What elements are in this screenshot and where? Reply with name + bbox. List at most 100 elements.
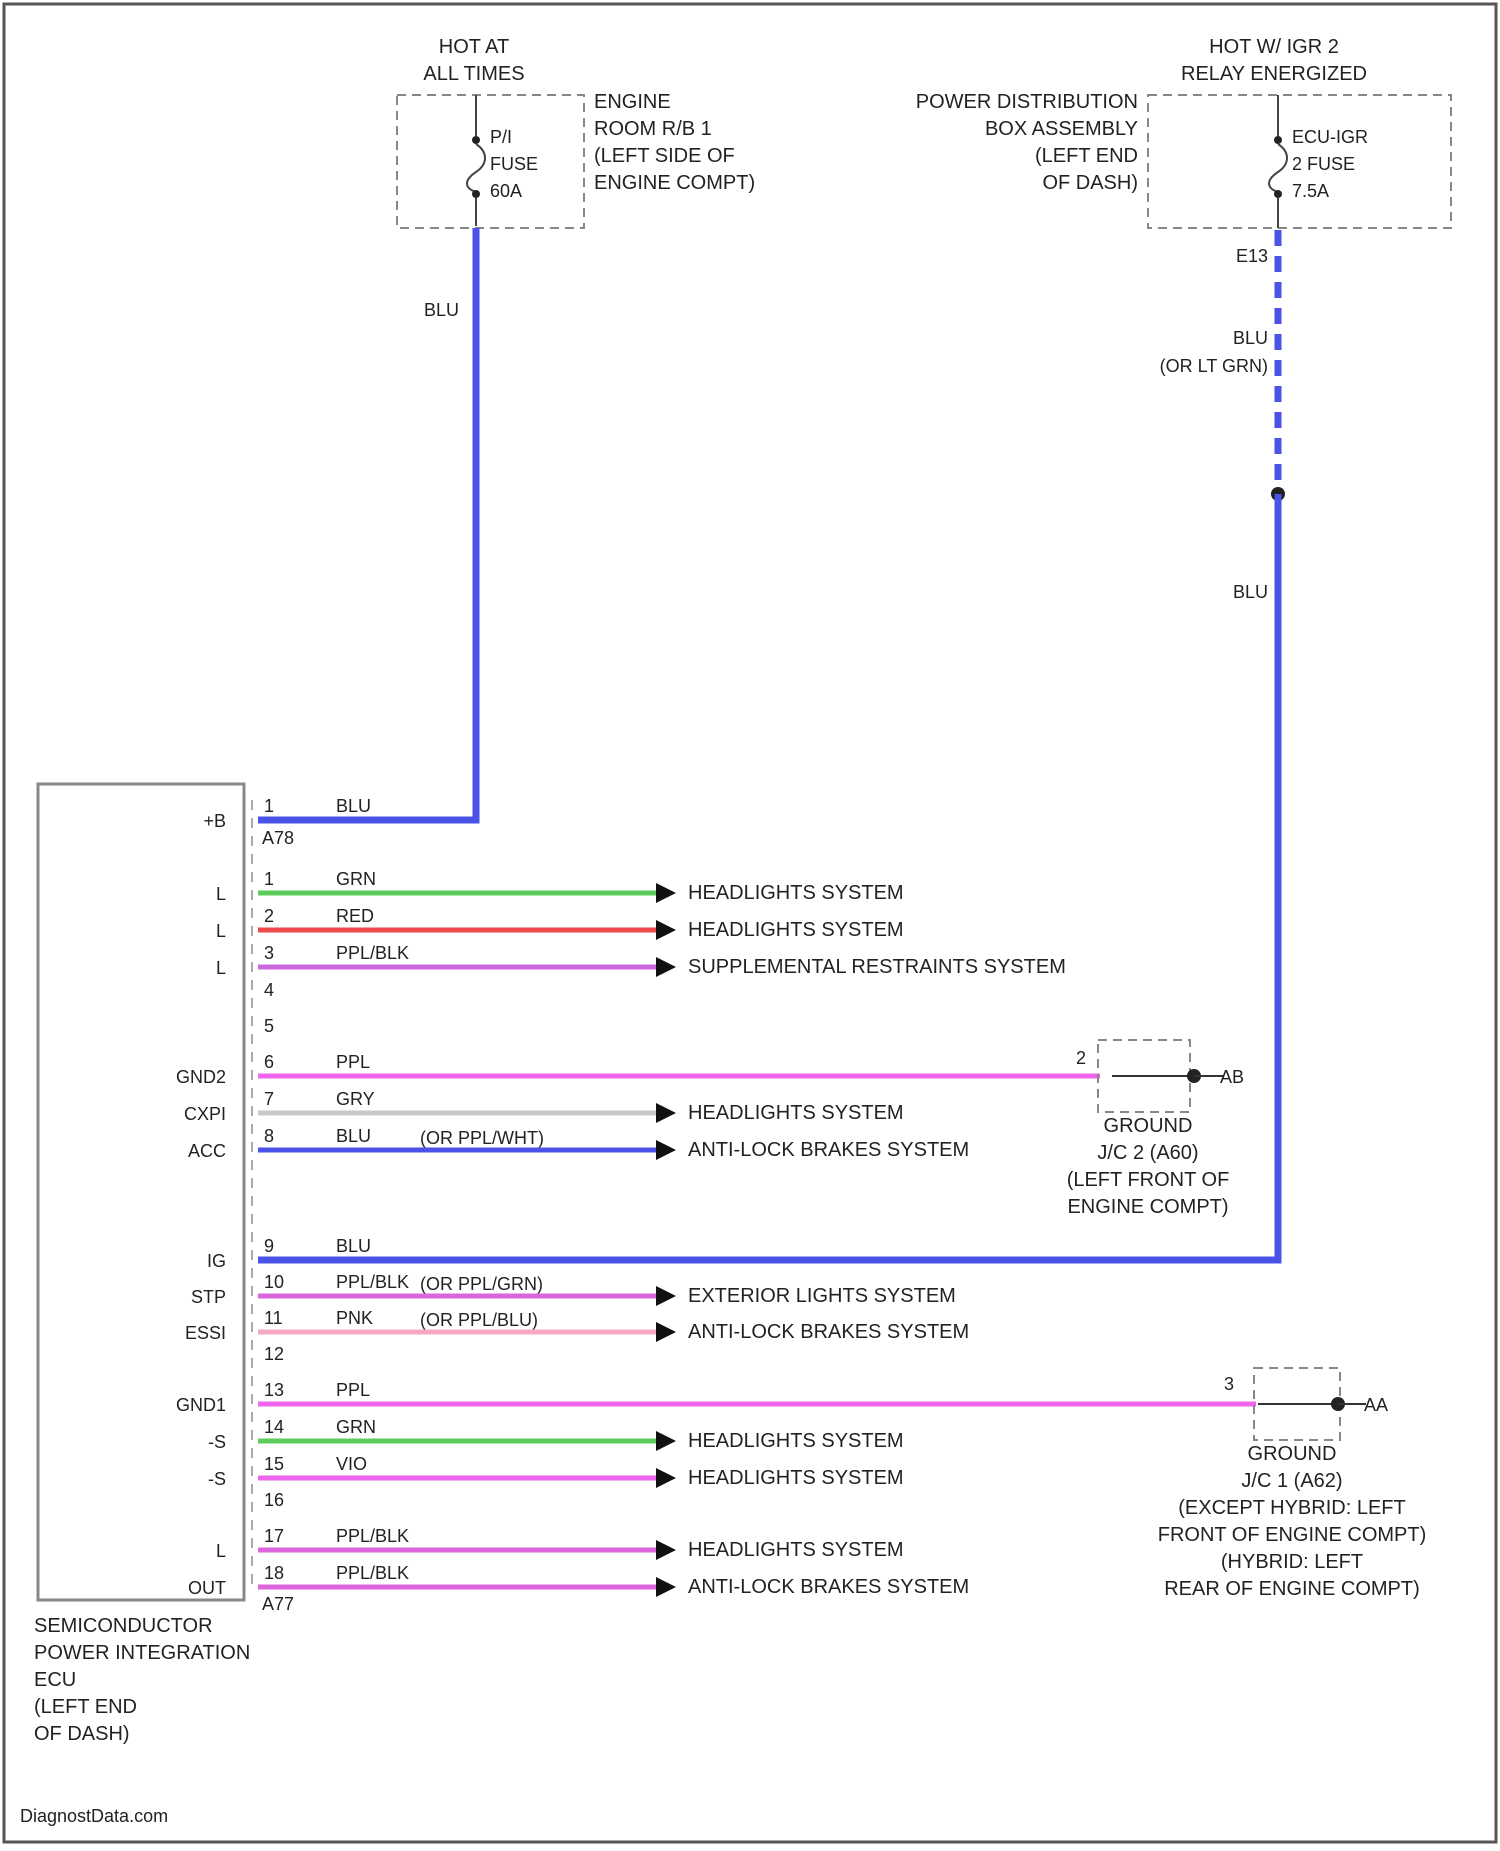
arrow-right-icon [656, 1140, 676, 1160]
pin-function-label: -S [208, 1469, 226, 1489]
right-fuse-label-2: 2 FUSE [1292, 154, 1355, 174]
wire-color-label: PPL/BLK [336, 1526, 409, 1546]
ground-a-label-2: J/C 2 (A60) [1097, 1142, 1198, 1164]
arrow-right-icon [656, 1577, 676, 1597]
ground-a-symbol [1098, 1040, 1224, 1112]
ecu-connector-bottom: A77 [262, 1594, 294, 1614]
wire-color-label: PPL [336, 1052, 370, 1072]
ground-a-label-3: (LEFT FRONT OF [1067, 1169, 1230, 1191]
left-fuse-location-1: ENGINE [594, 91, 671, 113]
ground-a-id: AB [1220, 1067, 1244, 1087]
wire-color-label: PPL/BLK [336, 943, 409, 963]
ground-a-label-4: ENGINE COMPT) [1067, 1196, 1228, 1218]
destination-system-label: HEADLIGHTS SYSTEM [688, 1467, 904, 1489]
pin-row: 4 [264, 980, 274, 1000]
destination-system-label: HEADLIGHTS SYSTEM [688, 1430, 904, 1452]
pin-number: 16 [264, 1490, 284, 1510]
pin-number: 18 [264, 1563, 284, 1583]
arrow-right-icon [656, 1540, 676, 1560]
ecu-name-1: SEMICONDUCTOR [34, 1615, 213, 1637]
arrow-right-icon [656, 957, 676, 977]
ground-b-pin: 3 [1224, 1374, 1234, 1394]
pin-row: STP10PPL/BLK(OR PPL/GRN)EXTERIOR LIGHTS … [191, 1272, 956, 1307]
right-feed-dashed-label-1: BLU [1233, 328, 1268, 348]
pin-number: 1 [264, 869, 274, 889]
wire-color-label: PPL/BLK [336, 1272, 409, 1292]
pin-number: 11 [264, 1308, 283, 1328]
right-fuse-location-1: POWER DISTRIBUTION [916, 91, 1138, 113]
pin-row: 5 [264, 1016, 274, 1036]
pin-number: 2 [264, 906, 274, 926]
arrow-right-icon [656, 920, 676, 940]
right-fuse-location-2: BOX ASSEMBLY [985, 118, 1138, 140]
pin-function-label: GND1 [176, 1395, 226, 1415]
left-fuse-location-3: (LEFT SIDE OF [594, 145, 735, 167]
pin-number: 17 [264, 1526, 284, 1546]
pin-function-label: L [216, 958, 226, 978]
pin-row: L17PPL/BLKHEADLIGHTS SYSTEM [216, 1526, 904, 1561]
wire-color-label: PNK [336, 1308, 373, 1328]
pin-row: L2REDHEADLIGHTS SYSTEM [216, 906, 904, 941]
destination-system-label: SUPPLEMENTAL RESTRAINTS SYSTEM [688, 956, 1066, 978]
pin-number: 9 [264, 1236, 274, 1256]
pin-number: 13 [264, 1380, 284, 1400]
wire-alt-color-label: (OR PPL/BLU) [420, 1310, 538, 1330]
wire-color-label: BLU [336, 1236, 371, 1256]
pin-number: 1 [264, 796, 274, 816]
ecu-connector-top: A78 [262, 828, 294, 848]
wire-color-label: GRY [336, 1089, 375, 1109]
pin-function-label: ACC [188, 1141, 226, 1161]
arrow-right-icon [656, 1468, 676, 1488]
ground-b-symbol [1254, 1368, 1366, 1440]
pin-row: IG 9 BLU [207, 1236, 371, 1271]
ground-b-label-4: FRONT OF ENGINE COMPT) [1158, 1524, 1427, 1546]
arrow-right-icon [656, 1431, 676, 1451]
pin-number: 12 [264, 1344, 284, 1364]
pin-function-label: L [216, 921, 226, 941]
right-fuse-symbol [1269, 95, 1287, 228]
arrow-right-icon [656, 883, 676, 903]
pin-function-label: +B [203, 811, 226, 831]
ecu-name-2: POWER INTEGRATION [34, 1642, 250, 1664]
pin-row: +B 1 BLU [203, 796, 371, 831]
pin-row: 16 [264, 1490, 284, 1510]
destination-system-label: EXTERIOR LIGHTS SYSTEM [688, 1285, 956, 1307]
wire-color-label: PPL/BLK [336, 1563, 409, 1583]
destination-system-label: ANTI-LOCK BRAKES SYSTEM [688, 1321, 969, 1343]
watermark: DiagnostData.com [20, 1806, 168, 1826]
wire-alt-color-label: (OR PPL/WHT) [420, 1128, 544, 1148]
left-fuse-symbol [467, 95, 485, 226]
right-fuse-label-3: 7.5A [1292, 181, 1329, 201]
pin-row: GND26PPL [176, 1052, 1100, 1087]
pin-number: 8 [264, 1126, 274, 1146]
left-fuse-location-2: ROOM R/B 1 [594, 118, 712, 140]
pin-number: 4 [264, 980, 274, 1000]
ground-a-label-1: GROUND [1104, 1115, 1193, 1137]
pin-function-label: IG [207, 1251, 226, 1271]
right-feed-solid-label: BLU [1233, 582, 1268, 602]
pin-row: 12 [264, 1344, 284, 1364]
right-fuse-connector-id: E13 [1236, 246, 1268, 266]
left-fuse-hot-line-2: ALL TIMES [423, 63, 524, 85]
ground-b-id: AA [1364, 1395, 1388, 1415]
wire-color-label: GRN [336, 869, 376, 889]
destination-system-label: HEADLIGHTS SYSTEM [688, 882, 904, 904]
ecu-name-4: (LEFT END [34, 1696, 137, 1718]
wire-color-label: VIO [336, 1454, 367, 1474]
ground-a-pin: 2 [1076, 1048, 1086, 1068]
wire-alt-color-label: (OR PPL/GRN) [420, 1274, 543, 1294]
wire-color-label: BLU [336, 796, 371, 816]
pin-function-label: CXPI [184, 1104, 226, 1124]
destination-system-label: ANTI-LOCK BRAKES SYSTEM [688, 1139, 969, 1161]
pin-function-label: GND2 [176, 1067, 226, 1087]
left-feed-wire-label: BLU [424, 300, 459, 320]
right-fuse-hot-line-2: RELAY ENERGIZED [1181, 63, 1367, 85]
